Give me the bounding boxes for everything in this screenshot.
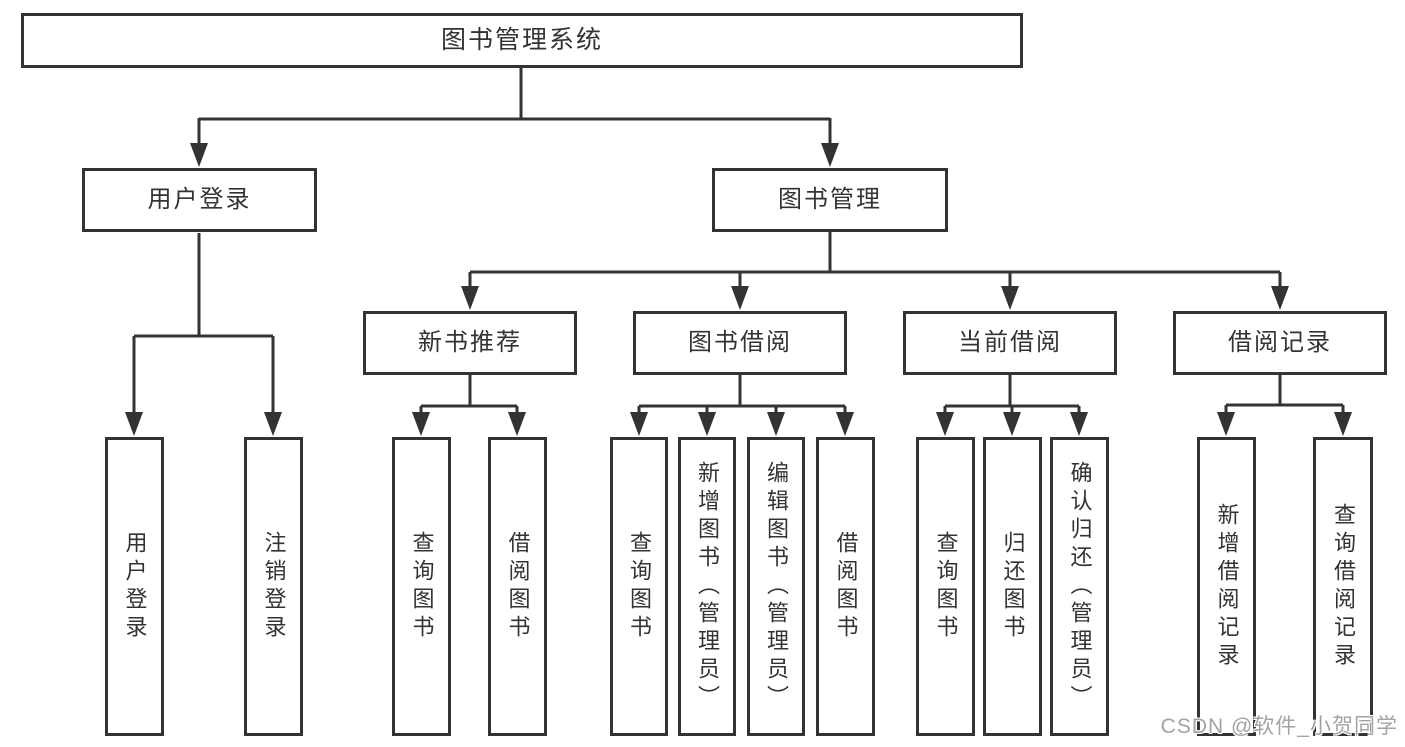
leaf-records-query-borrow-record: 查询借阅记录 (1313, 437, 1373, 736)
node-user-login: 用户登录 (82, 168, 317, 232)
connector-user-login-split (125, 233, 282, 436)
connector-borrow-records-split (1217, 375, 1352, 436)
leaf-borrow-query-books: 查询图书 (610, 437, 668, 736)
node-current-borrow: 当前借阅 (903, 311, 1117, 375)
node-new-book-recommend: 新书推荐 (363, 311, 577, 375)
leaf-user-login: 用户登录 (105, 437, 164, 736)
leaf-borrow-edit-books-admin: 编辑图书（管理员） (747, 437, 805, 736)
connector-book-borrow-split (630, 375, 854, 436)
connector-root-split (190, 68, 839, 167)
node-borrow-records: 借阅记录 (1173, 311, 1387, 375)
leaf-current-confirm-return-admin: 确认归还（管理员） (1050, 437, 1109, 736)
leaf-borrow-add-books-admin: 新增图书（管理员） (678, 437, 736, 736)
connector-book-mgmt-split (461, 232, 1289, 310)
leaf-current-query-books: 查询图书 (916, 437, 975, 736)
leaf-newbooks-query-books: 查询图书 (392, 437, 451, 736)
node-book-borrow: 图书借阅 (633, 311, 847, 375)
node-book-management: 图书管理 (712, 168, 948, 232)
leaf-newbooks-borrow-books: 借阅图书 (488, 437, 547, 736)
leaf-logout: 注销登录 (244, 437, 303, 736)
connector-current-borrow-split (936, 375, 1088, 436)
node-library-management-system: 图书管理系统 (21, 13, 1023, 68)
watermark: CSDN @软件_小贺同学 (1160, 715, 1398, 738)
connector-new-books-split (412, 375, 526, 436)
leaf-current-return-books: 归还图书 (983, 437, 1042, 736)
leaf-borrow-borrow-books: 借阅图书 (816, 437, 875, 736)
leaf-records-add-borrow-record: 新增借阅记录 (1197, 437, 1256, 736)
